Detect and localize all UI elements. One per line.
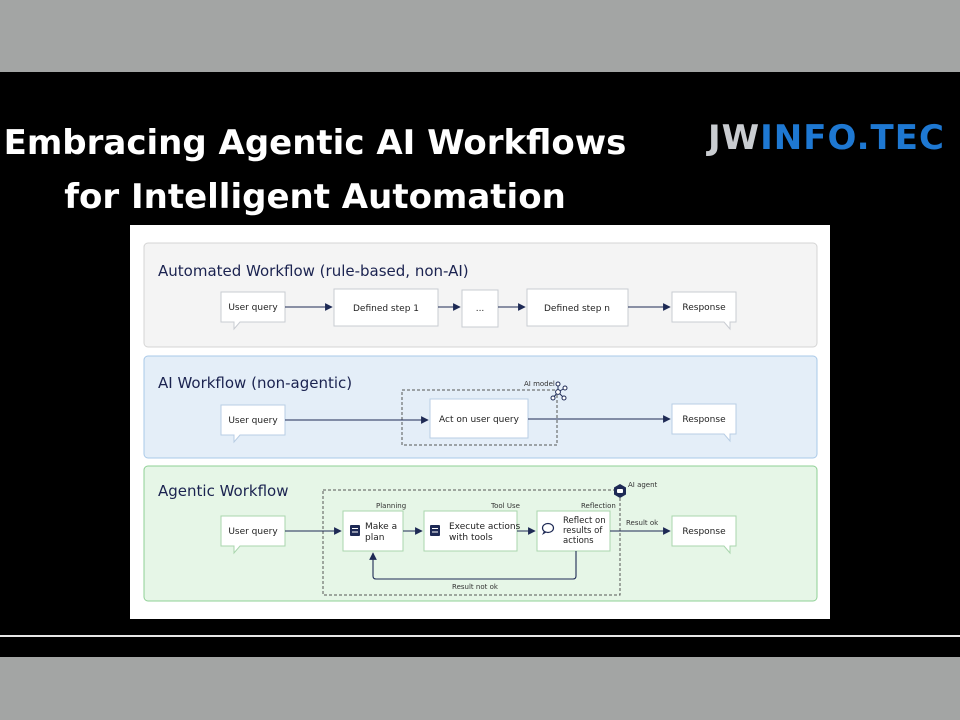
reflect-box — [536, 510, 611, 552]
title-line-1: Embracing Agentic AI Workflows — [3, 123, 627, 163]
logo-part-1: JW — [708, 118, 761, 158]
result-ok-label: Result ok — [626, 519, 659, 527]
reflect-label-line1: Reflect on — [563, 516, 606, 526]
ai-act-box — [429, 398, 529, 439]
automated-ellipsis-box — [461, 289, 499, 328]
execute-actions-label-line1: Execute actions — [449, 522, 521, 532]
ai-response-box — [671, 403, 737, 443]
reflect-label-line3: actions — [563, 536, 594, 546]
automated-ellipsis-label: ... — [476, 304, 485, 314]
agentic-heading: Agentic Workflow — [158, 482, 288, 500]
automated-user-query-label: User query — [228, 303, 278, 313]
ai-model-label: AI model — [524, 380, 555, 388]
automated-heading: Automated Workflow (rule-based, non-AI) — [158, 262, 469, 280]
agentic-feedback-loop-arrow — [369, 551, 577, 580]
ai-heading: AI Workflow (non-agentic) — [158, 374, 352, 392]
ai-act-label: Act on user query — [439, 415, 520, 425]
ai-agent-boundary — [322, 489, 621, 596]
slide: Embracing Agentic AI Workflows for Intel… — [0, 72, 960, 657]
top-gray-band — [0, 0, 960, 72]
brand-logo: JWINFO.TEC — [708, 118, 945, 158]
automated-user-query-box — [220, 291, 286, 331]
reflect-label-line2: results of — [563, 526, 603, 536]
title-line-2: for Intelligent Automation — [64, 177, 566, 217]
result-not-ok-label: Result not ok — [452, 583, 499, 591]
ai-user-query-box — [220, 404, 286, 444]
workflow-diagram-svg: Automated Workflow (rule-based, non-AI) … — [143, 242, 818, 602]
automated-stepn-label: Defined step n — [544, 304, 610, 314]
automated-stepn-box — [526, 288, 629, 327]
reflection-label: Reflection — [581, 502, 616, 510]
slide-title: Embracing Agentic AI Workflows for Intel… — [0, 116, 630, 224]
chat-bubble-icon — [541, 522, 555, 535]
ai-model-boundary — [401, 389, 558, 446]
bottom-gray-band — [0, 657, 960, 720]
agentic-user-query-box — [220, 515, 286, 555]
network-icon — [550, 381, 568, 401]
ai-agent-label: AI agent — [628, 481, 658, 489]
tool-use-label: Tool Use — [490, 502, 520, 510]
automated-response-box — [671, 291, 737, 331]
document-icon — [430, 525, 440, 536]
agentic-response-box — [671, 515, 737, 555]
ai-response-label: Response — [682, 415, 726, 425]
automated-step1-label: Defined step 1 — [353, 304, 419, 314]
execute-actions-label-line2: with tools — [449, 533, 493, 543]
robot-icon — [614, 484, 626, 498]
ai-user-query-label: User query — [228, 416, 278, 426]
make-plan-label-line2: plan — [365, 533, 384, 543]
logo-part-2: INFO.TEC — [760, 118, 945, 158]
planning-label: Planning — [376, 502, 406, 510]
agentic-user-query-label: User query — [228, 527, 278, 537]
agentic-response-label: Response — [682, 527, 726, 537]
automated-response-label: Response — [682, 303, 726, 313]
divider-line — [0, 635, 960, 637]
make-plan-label-line1: Make a — [365, 522, 397, 532]
list-icon — [350, 525, 360, 536]
workflow-diagram: Automated Workflow (rule-based, non-AI) … — [130, 225, 830, 619]
